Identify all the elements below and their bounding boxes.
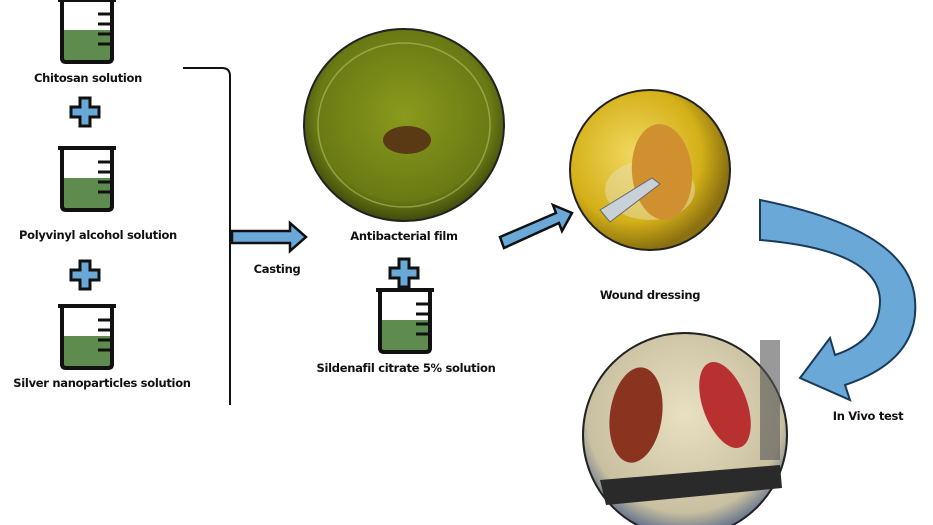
dressing-label: Wound dressing: [599, 288, 701, 302]
curved-arrow-icon: [759, 198, 917, 402]
sildenafil-label: Sildenafil citrate 5% solution: [316, 361, 496, 375]
casting-arrow-icon: [230, 220, 308, 254]
bracket: [183, 67, 231, 405]
plus-icon: [69, 259, 101, 291]
beaker-silver-icon: [56, 304, 118, 370]
silver-label: Silver nanoparticles solution: [13, 376, 191, 390]
beaker-pva-icon: [56, 146, 118, 212]
casting-label: Casting: [253, 262, 301, 276]
plus-icon: [388, 257, 420, 289]
petri-dish-photo: [303, 28, 505, 222]
beaker-chitosan-icon: [56, 0, 118, 64]
invivo-label: In Vivo test: [832, 409, 904, 423]
beaker-sildenafil-icon: [374, 288, 436, 354]
chitosan-label: Chitosan solution: [33, 71, 143, 85]
wound-dressing-photo: [569, 89, 731, 251]
in-vivo-photo: [582, 332, 788, 525]
arrow-icon: [498, 202, 574, 250]
film-label: Antibacterial film: [350, 229, 458, 243]
plus-icon: [69, 96, 101, 128]
pva-label: Polyvinyl alcohol solution: [19, 228, 177, 242]
